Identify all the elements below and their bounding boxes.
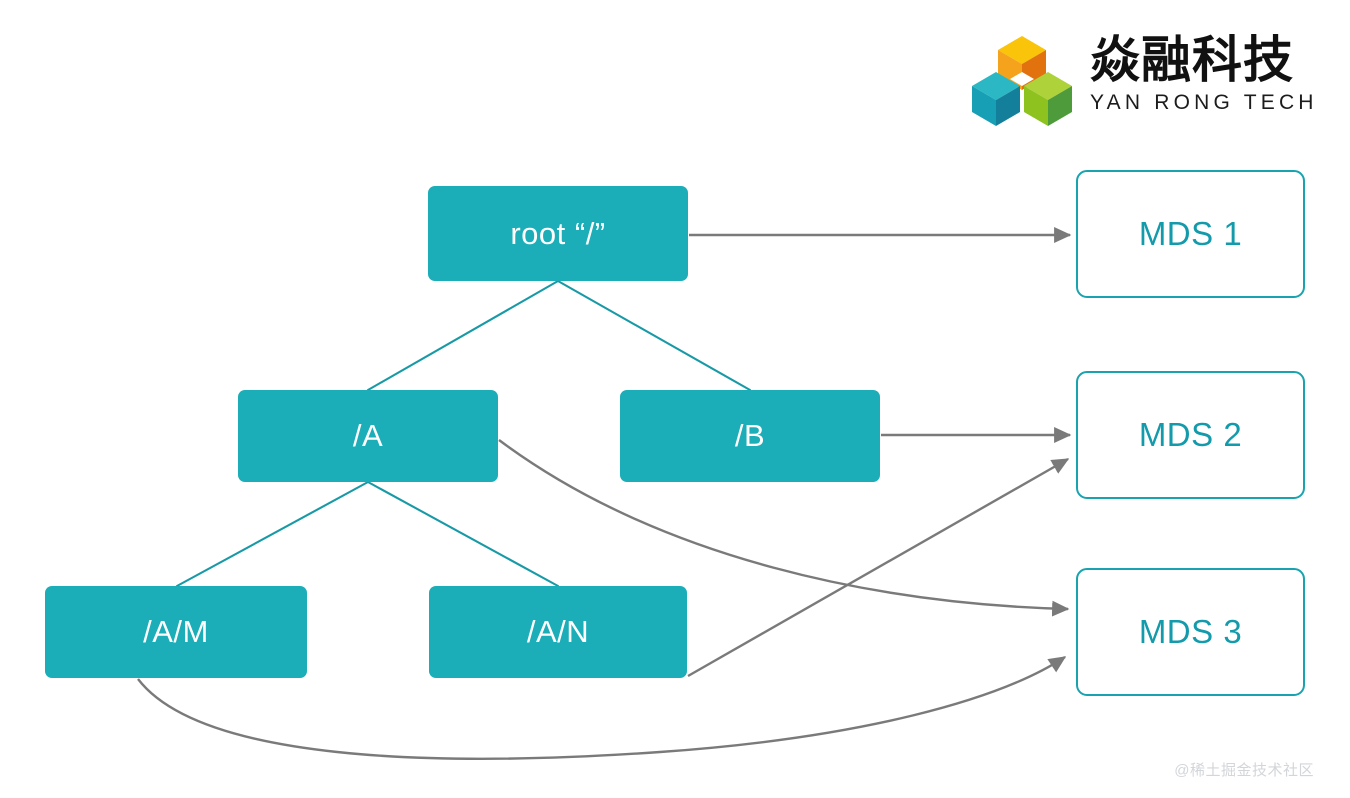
watermark-text: @稀土掘金技术社区 — [1174, 762, 1314, 779]
mds-node-1-label: MDS 1 — [1138, 215, 1243, 252]
tree-node-b-label: /B — [734, 418, 766, 453]
tree-node-a-label: /A — [352, 418, 384, 453]
tree-node-am[interactable]: /A/M — [45, 586, 307, 678]
mds-node-3-label: MDS 3 — [1138, 613, 1243, 650]
tree-node-root[interactable]: root “/” — [428, 186, 688, 281]
tree-edge-root-a — [366, 279, 560, 392]
hexagon-cube-logo-icon — [972, 36, 1072, 126]
map-edge-an-mds2 — [687, 457, 1070, 678]
mds-node-3[interactable]: MDS 3 — [1076, 568, 1305, 696]
tree-node-an-label: /A/N — [526, 614, 590, 649]
tree-edge-a-am — [175, 480, 370, 588]
tree-node-root-label: root “/” — [510, 215, 606, 251]
brand-name-en: YAN RONG TECH — [1090, 91, 1318, 114]
tree-node-b[interactable]: /B — [620, 390, 880, 482]
tree-edge-a-an — [366, 480, 560, 588]
brand-name-cn: 焱融科技 — [1090, 32, 1294, 88]
mds-node-2[interactable]: MDS 2 — [1076, 371, 1305, 499]
brand-logo: 焱融科技 YAN RONG TECH — [968, 18, 1318, 130]
mds-node-2-label: MDS 2 — [1138, 416, 1243, 453]
brand-wordmark: 焱融科技 YAN RONG TECH — [1090, 35, 1318, 113]
tree-node-am-label: /A/M — [143, 614, 209, 649]
tree-edge-root-b — [556, 279, 752, 392]
mds-node-1[interactable]: MDS 1 — [1076, 170, 1305, 298]
tree-node-an[interactable]: /A/N — [429, 586, 687, 678]
tree-node-a[interactable]: /A — [238, 390, 498, 482]
